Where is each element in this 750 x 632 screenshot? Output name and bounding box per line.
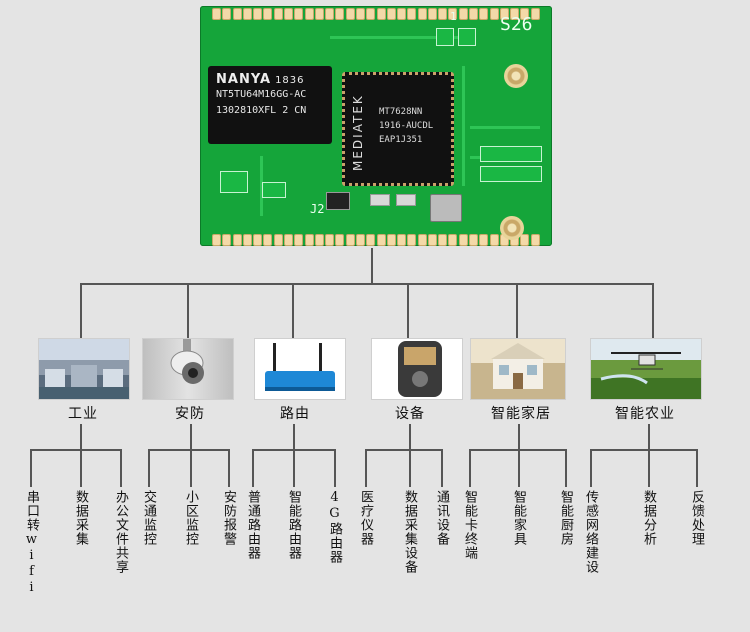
bottom-pads — [212, 234, 540, 246]
antenna-connector-1 — [504, 64, 528, 88]
leaf-feedback-processing: 反馈处理 — [689, 490, 704, 546]
category-label-router: 路由 — [280, 406, 310, 422]
leaf-medical-instruments: 医疗仪器 — [358, 490, 373, 546]
leaf-smart-furniture: 智能家具 — [511, 490, 526, 546]
factory-photo — [38, 338, 130, 400]
antenna-connector-2 — [500, 216, 524, 240]
category-label-industry: 工业 — [68, 406, 98, 422]
leaf-office-file-sharing: 办公文件共享 — [113, 490, 128, 574]
leaf-security-alarm: 安防报警 — [221, 490, 236, 546]
category-label-device: 设备 — [395, 406, 425, 422]
handheld-device-photo — [371, 338, 463, 400]
category-label-smart-home: 智能家居 — [491, 406, 551, 422]
router-photo — [254, 338, 346, 400]
silk-j2: J2 — [310, 202, 325, 216]
ram-date-code: 1836 — [275, 75, 305, 86]
leaf-sensor-network-construction: 传感网络建设 — [583, 490, 598, 574]
security-camera-photo — [142, 338, 234, 400]
leaf-smart-router: 智能路由器 — [286, 490, 301, 560]
silk-s26: S26 — [500, 14, 533, 35]
soc-part: MT7628NN — [379, 107, 423, 117]
leaf-smart-kitchen: 智能厨房 — [558, 490, 573, 546]
drone-farm-photo — [590, 338, 702, 400]
crystal-oscillator — [430, 194, 462, 222]
silk-1: 1 — [450, 10, 457, 23]
leaf-smart-card-terminal: 智能卡终端 — [462, 490, 477, 560]
soc-maker: MEDIATEK — [351, 94, 365, 171]
ram-brand: NANYA — [216, 72, 272, 87]
leaf-serial-to-wifi: 串口转wifi — [24, 490, 39, 596]
leaf-data-collection-equipment: 数据采集设备 — [402, 490, 417, 574]
smart-home-photo — [470, 338, 566, 400]
soc-code-2: EAP1J351 — [379, 135, 423, 145]
main-horizontal-line — [80, 283, 653, 285]
mediatek-soc-chip: MEDIATEK MT7628NN 1916-AUCDL EAP1J351 — [342, 72, 454, 186]
leaf-standard-router: 普通路由器 — [245, 490, 260, 560]
top-pads — [212, 8, 540, 20]
leaf-4g-router: 4G路由器 — [327, 490, 342, 564]
leaf-data-collection: 数据采集 — [73, 490, 88, 546]
leaf-communication-equipment: 通讯设备 — [434, 490, 449, 546]
category-label-smart-agriculture: 智能农业 — [615, 406, 675, 422]
trunk-line — [371, 248, 373, 284]
leaf-traffic-monitoring: 交通监控 — [141, 490, 156, 546]
category-label-security: 安防 — [175, 406, 205, 422]
ram-lot: 1302810XFL 2 CN — [216, 105, 307, 116]
leaf-community-monitoring: 小区监控 — [183, 490, 198, 546]
soc-code-1: 1916-AUCDL — [379, 121, 434, 131]
ram-part: NT5TU64M16GG-AC — [216, 89, 307, 100]
leaf-data-analysis: 数据分析 — [641, 490, 656, 546]
